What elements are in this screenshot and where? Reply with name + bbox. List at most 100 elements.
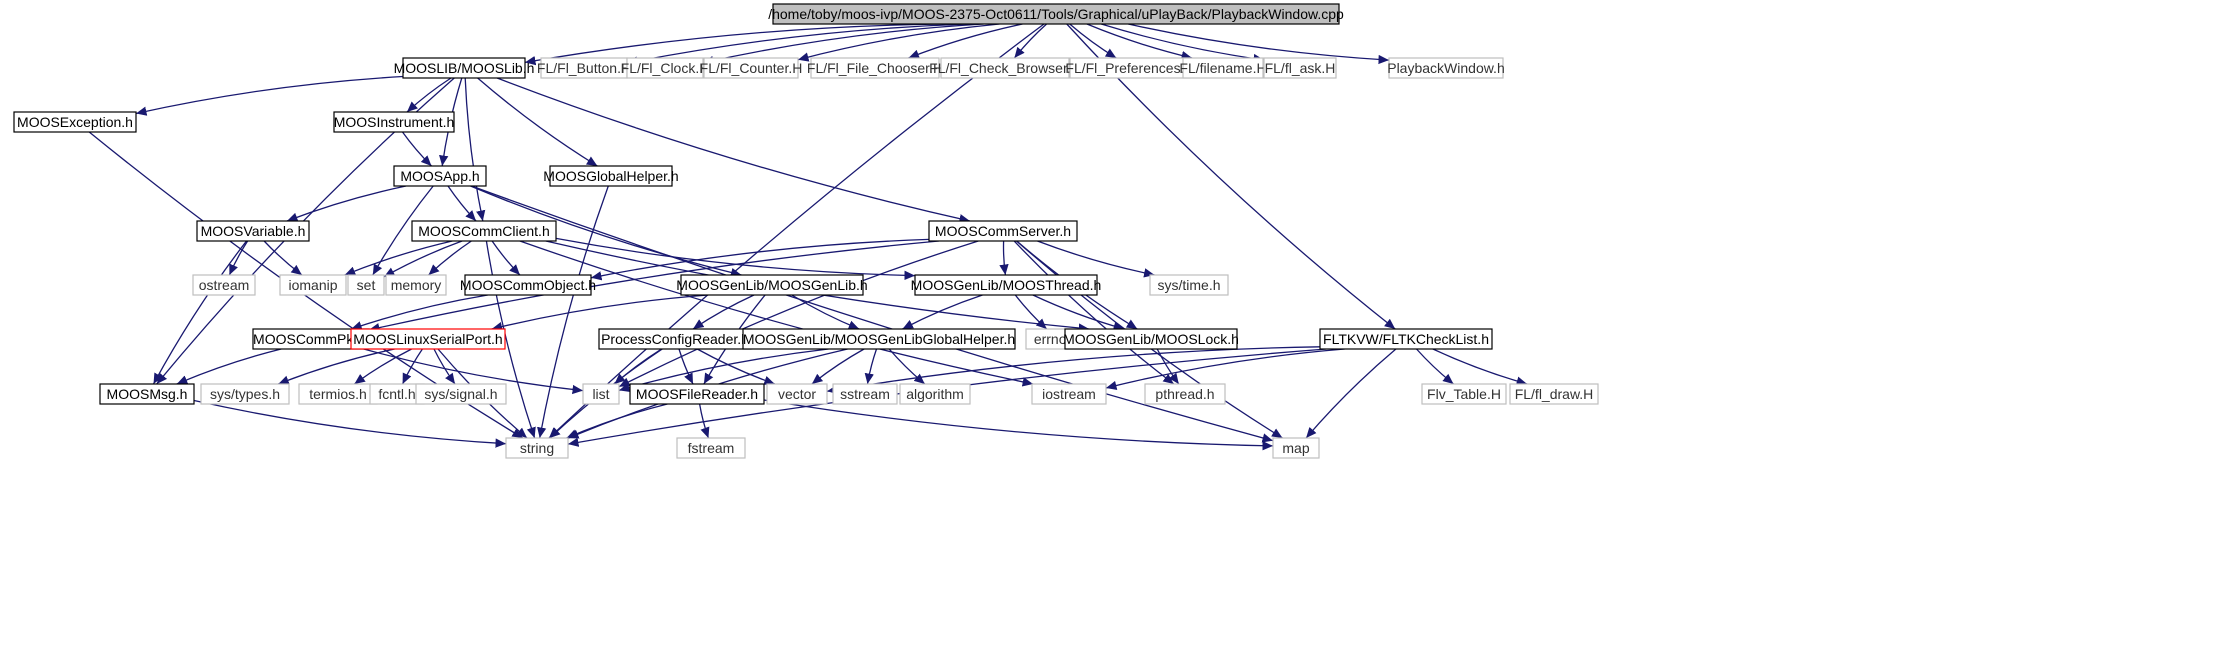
edge-moosgenlibglobal-to-algorithm: [888, 348, 926, 385]
node-flask[interactable]: FL/fl_ask.H: [1263, 57, 1337, 79]
node-fltkchecklist-box: [1319, 328, 1493, 350]
node-fltkchecklist[interactable]: FLTKVW/FLTKCheckList.h: [1319, 328, 1493, 350]
node-mooscommpkt[interactable]: MOOSCommPkt.h: [252, 328, 370, 350]
node-moosgenlib[interactable]: MOOSGenLib/MOOSGenLib.h: [676, 274, 868, 296]
node-flvtable[interactable]: Flv_Table.H: [1421, 383, 1507, 405]
edge-mooscommclient-to-iomanip: [344, 240, 453, 276]
edges-layer: [88, 23, 1528, 451]
edge-moosthread-to-mooslock: [1032, 294, 1125, 331]
node-flvtable-box: [1421, 383, 1507, 405]
edge-moosmsg-to-string: [193, 399, 507, 448]
node-map[interactable]: map: [1272, 437, 1320, 459]
node-memory[interactable]: memory: [385, 274, 447, 296]
edge-moosvariable-to-ostream: [228, 240, 249, 276]
node-fldraw-label: FL/fl_draw.H: [1515, 386, 1594, 402]
node-mooslinuxserial-box: [350, 328, 506, 350]
node-playbackwindow[interactable]: PlaybackWindow.h: [1387, 57, 1505, 79]
node-ostream-box: [192, 274, 256, 296]
node-flcheckbrowser[interactable]: FL/Fl_Check_Browser.H: [929, 57, 1081, 79]
node-mooscommclient[interactable]: MOOSCommClient.h: [411, 220, 557, 242]
node-fltkchecklist-label: FLTKVW/FLTKCheckList.h: [1323, 331, 1489, 347]
node-mooscommobject[interactable]: MOOSCommObject.h: [460, 274, 596, 296]
node-moosvariable[interactable]: MOOSVariable.h: [196, 220, 310, 242]
node-moosthread-box: [914, 274, 1098, 296]
node-pthread[interactable]: pthread.h: [1144, 383, 1226, 405]
node-moosliblib[interactable]: MOOSLIB/MOOSLib.h: [394, 57, 535, 79]
node-systypes-label: sys/types.h: [210, 386, 280, 402]
edge-moosvariable-to-moosmsg: [152, 240, 248, 385]
node-flfilename[interactable]: FL/filename.H: [1179, 57, 1267, 79]
node-iomanip-label: iomanip: [288, 277, 337, 293]
node-vector-label: vector: [778, 386, 816, 402]
node-string[interactable]: string: [505, 437, 569, 459]
node-root-label: /home/toby/moos-ivp/MOOS-2375-Oct0611/To…: [768, 6, 1344, 22]
node-moosgenlibglobal[interactable]: MOOSGenLib/MOOSGenLibGlobalHelper.h: [742, 328, 1016, 350]
node-mooslock[interactable]: MOOSGenLib/MOOSLock.h: [1063, 328, 1239, 350]
node-moosmsg[interactable]: MOOSMsg.h: [99, 383, 195, 405]
edge-mooscommserver-to-moosthread: [999, 240, 1009, 276]
node-fstream[interactable]: fstream: [676, 437, 746, 459]
node-moosmsg-label: MOOSMsg.h: [107, 386, 188, 402]
node-systypes[interactable]: sys/types.h: [200, 383, 290, 405]
node-set[interactable]: set: [347, 274, 385, 296]
node-set-box: [347, 274, 385, 296]
node-moosapp[interactable]: MOOSApp.h: [393, 165, 487, 187]
node-flclock-label: FL/Fl_Clock.H: [621, 60, 710, 76]
node-flbutton[interactable]: FL/Fl_Button.H: [537, 57, 631, 79]
node-sstream-label: sstream: [840, 386, 890, 402]
node-flfilechooser[interactable]: FL/Fl_File_Chooser.H: [807, 57, 943, 79]
node-vector[interactable]: vector: [766, 383, 828, 405]
node-moosexception[interactable]: MOOSException.h: [13, 111, 137, 133]
edge-fltkchecklist-to-vector: [826, 346, 1321, 395]
node-mooslock-box: [1064, 328, 1238, 350]
node-algorithm[interactable]: algorithm: [899, 383, 971, 405]
node-fcntl[interactable]: fcntl.h: [369, 383, 425, 405]
node-root[interactable]: /home/toby/moos-ivp/MOOS-2375-Oct0611/To…: [768, 3, 1344, 25]
node-map-box: [1272, 437, 1320, 459]
node-moosinstrument-label: MOOSInstrument.h: [334, 114, 455, 130]
edge-mooscommpkt-to-moosmsg: [176, 348, 282, 385]
edge-moosliblib-to-moosglobalhelper: [477, 77, 598, 167]
node-syssignal[interactable]: sys/signal.h: [415, 383, 507, 405]
edge-mooscommpkt-to-list: [363, 348, 584, 395]
node-processconfig[interactable]: ProcessConfigReader.h: [598, 328, 752, 350]
node-fldraw[interactable]: FL/fl_draw.H: [1509, 383, 1599, 405]
node-moosinstrument[interactable]: MOOSInstrument.h: [333, 111, 455, 133]
node-flfilechooser-box: [810, 57, 940, 79]
node-mooscommpkt-label: MOOSCommPkt.h: [253, 331, 369, 347]
node-iomanip[interactable]: iomanip: [279, 274, 347, 296]
node-moosgenlib-box: [680, 274, 864, 296]
node-fcntl-label: fcntl.h: [378, 386, 415, 402]
node-flcheckbrowser-box: [940, 57, 1070, 79]
node-sstream[interactable]: sstream: [832, 383, 898, 405]
node-algorithm-box: [899, 383, 971, 405]
node-ostream[interactable]: ostream: [192, 274, 256, 296]
node-flpreferences[interactable]: FL/Fl_Preferences.H: [1065, 57, 1195, 79]
node-systime[interactable]: sys/time.h: [1149, 274, 1229, 296]
node-systime-box: [1149, 274, 1229, 296]
edge-root-to-moosliblib: [524, 23, 947, 66]
node-iostream[interactable]: iostream: [1031, 383, 1107, 405]
edge-moosapp-to-map: [471, 185, 1274, 443]
node-moosthread[interactable]: MOOSGenLib/MOOSThread.h: [911, 274, 1102, 296]
edge-root-to-flbutton: [626, 23, 969, 66]
edge-moosthread-to-moosgenlibglobal: [902, 294, 983, 330]
node-mooslock-label: MOOSGenLib/MOOSLock.h: [1063, 331, 1239, 347]
node-mooscommobject-label: MOOSCommObject.h: [460, 277, 596, 293]
node-flclock[interactable]: FL/Fl_Clock.H: [621, 57, 710, 79]
node-moosexception-box: [13, 111, 137, 133]
node-mooscommserver[interactable]: MOOSCommServer.h: [928, 220, 1078, 242]
node-termios[interactable]: termios.h: [298, 383, 378, 405]
edge-root-to-flcounter: [797, 23, 1000, 62]
node-list[interactable]: list: [582, 383, 620, 405]
node-memory-box: [385, 274, 447, 296]
node-flcounter[interactable]: FL/Fl_Counter.H: [700, 57, 803, 79]
edge-mooslock-to-pthread: [1156, 348, 1180, 385]
edge-mooslinuxserial-to-systypes: [278, 348, 395, 385]
edge-moosliblib-to-moosinstrument: [406, 77, 452, 113]
node-moosglobalhelper[interactable]: MOOSGlobalHelper.h: [543, 165, 679, 187]
node-mooslinuxserial[interactable]: MOOSLinuxSerialPort.h: [350, 328, 506, 350]
edge-moosfilereader-to-fstream: [698, 403, 710, 439]
node-moosfilereader[interactable]: MOOSFileReader.h: [629, 383, 765, 405]
